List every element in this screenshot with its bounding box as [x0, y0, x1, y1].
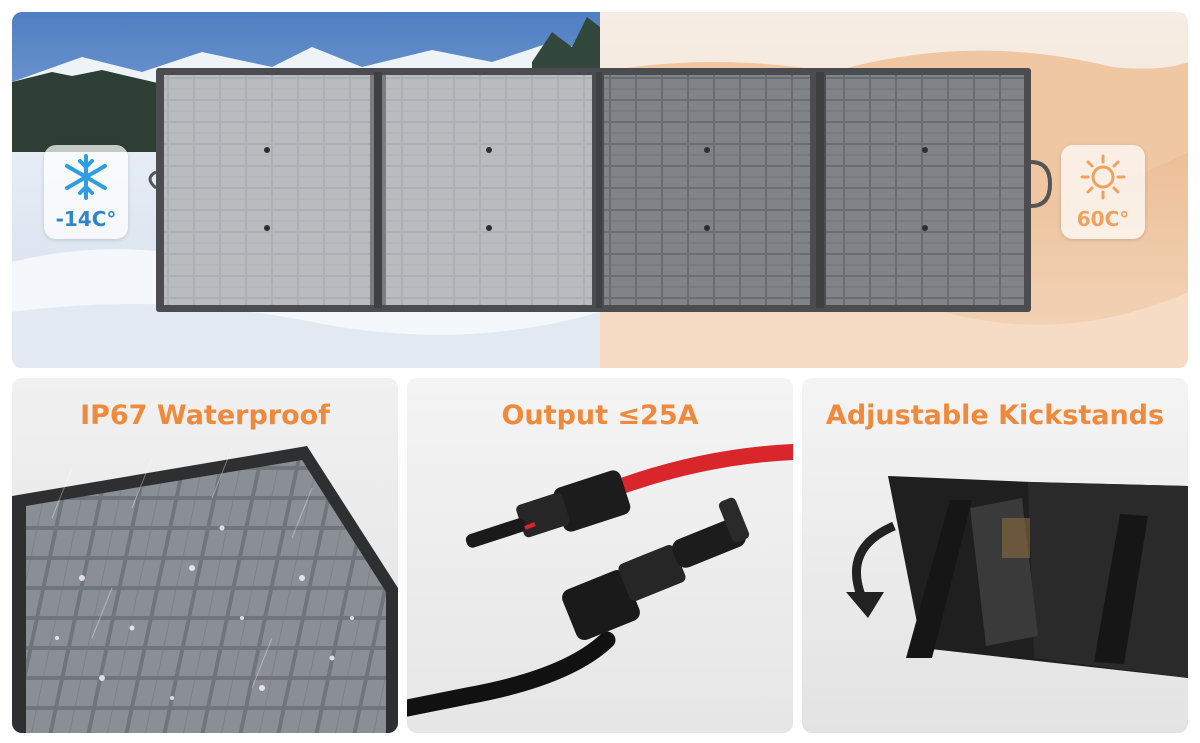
left-kickstand: [906, 500, 972, 658]
output-title: Output ≤25A: [501, 400, 699, 431]
output-card: Output ≤25A: [407, 378, 793, 733]
snowflake-icon: [65, 154, 107, 200]
hot-temperature-label: 60C°: [1076, 207, 1130, 231]
waterproof-title: IP67 Waterproof: [80, 400, 330, 431]
sun-icon: [1080, 154, 1126, 200]
black-connector: [562, 497, 750, 641]
hot-temperature-badge: 60C°: [1061, 145, 1145, 239]
hero-scene: [12, 12, 1188, 368]
hero-banner: -14C° 60C°: [12, 12, 1188, 368]
rotate-arrow-icon: [851, 521, 896, 600]
kickstand-card: Adjustable Kickstands: [802, 378, 1188, 733]
right-kickstand: [1094, 514, 1148, 664]
waterproof-card: IP67 Waterproof: [12, 378, 398, 733]
red-connector: [465, 470, 631, 548]
cold-temperature-badge: -14C°: [44, 145, 128, 239]
cold-temperature-label: -14C°: [55, 207, 117, 231]
kickstand-panel-image: [846, 476, 1188, 678]
kickstand-title: Adjustable Kickstands: [825, 400, 1165, 431]
wet-panel-image: [12, 446, 398, 733]
connector-cable-image: [407, 444, 793, 717]
